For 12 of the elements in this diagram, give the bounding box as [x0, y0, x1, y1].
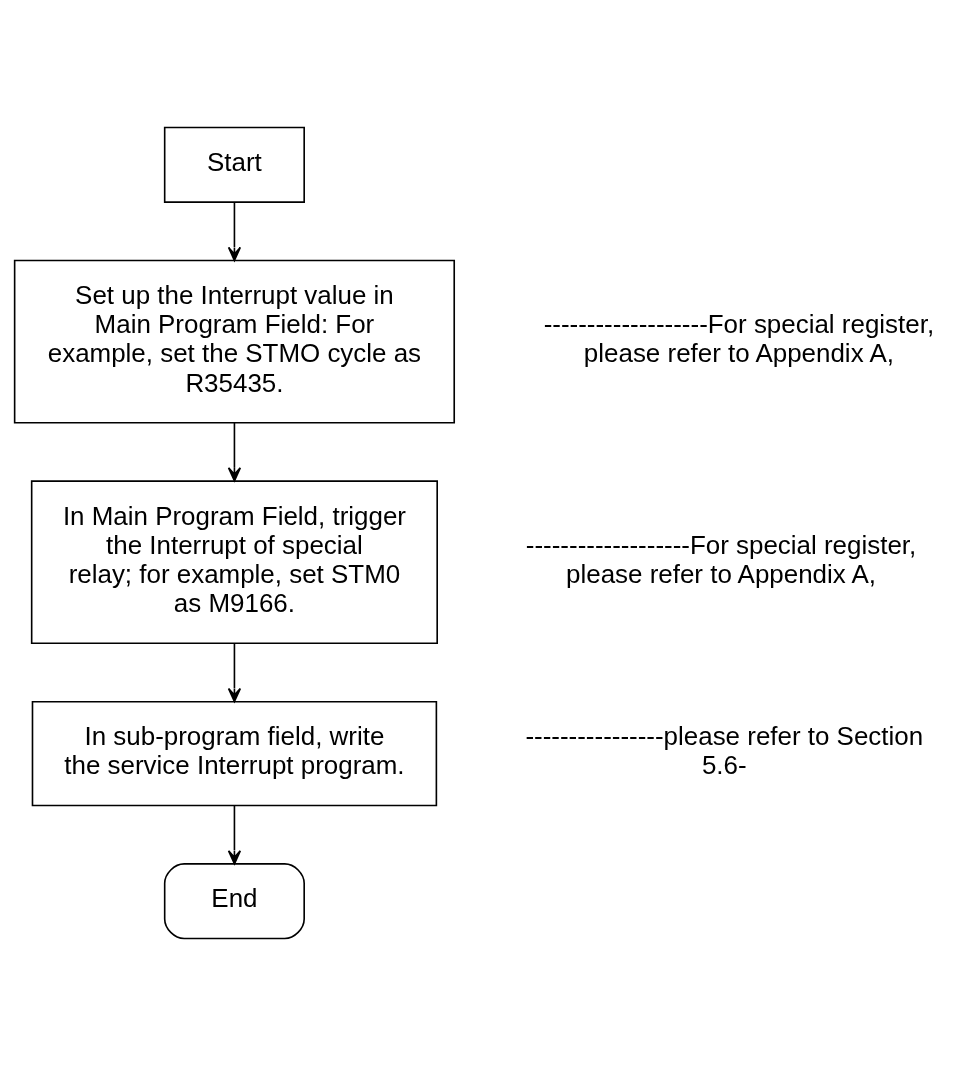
node-box: Start: [163, 126, 305, 203]
arrow: [227, 642, 242, 703]
node-box: In Main Program Field, trigger the Interrupt of special relay; for example, set STM0 as M9166.: [30, 480, 438, 645]
node-box: Set up the Interrupt value in Main Program Field: For example, set the STMO cycle as R35435.: [13, 259, 456, 424]
arrow: [227, 422, 242, 482]
node-box: End: [163, 863, 305, 940]
arrow: [227, 804, 242, 865]
node-label: ----------------please refer to Section 5.6-: [525, 722, 924, 780]
arrow: [227, 201, 242, 262]
node-box: In sub-program field, write the service Interrupt program.: [31, 700, 438, 807]
node-label: -------------------For special register, please refer to Appendix A,: [543, 310, 935, 368]
node-label: -------------------For special register, please refer to Appendix A,: [525, 530, 917, 588]
